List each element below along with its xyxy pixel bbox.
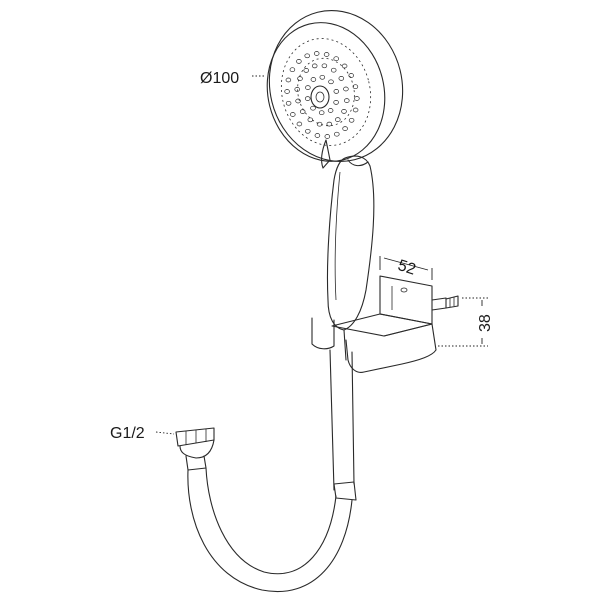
nozzle (354, 96, 360, 101)
shower-hose (175, 427, 357, 592)
nozzle (310, 77, 317, 82)
nozzle (341, 63, 348, 69)
diameter-label: Ø100 (200, 70, 239, 87)
nozzle (295, 98, 301, 104)
nozzle (352, 107, 359, 113)
nozzle (341, 109, 347, 114)
nozzle (310, 105, 316, 111)
nozzle (304, 96, 311, 101)
nozzle (344, 98, 350, 103)
nozzle (352, 84, 359, 90)
nozzle (333, 100, 339, 105)
nozzle (328, 79, 334, 85)
nozzle (334, 131, 340, 137)
dimension-width: 52 (379, 256, 433, 280)
wall-rail (311, 317, 355, 491)
nozzle (294, 87, 300, 92)
nozzle (313, 51, 320, 56)
nozzle (305, 85, 311, 90)
nozzle (321, 63, 328, 69)
shower-handle (326, 155, 375, 331)
height-label: 38 (477, 314, 494, 332)
width-label: 52 (396, 257, 418, 279)
nozzle (323, 52, 330, 57)
dimension-thread: G1/2 (110, 425, 175, 442)
nozzle (327, 108, 334, 113)
nozzle (342, 126, 348, 131)
nozzle (285, 77, 292, 83)
nozzle (305, 128, 311, 134)
nozzle (338, 76, 345, 81)
nozzle (318, 110, 325, 116)
nozzle (326, 121, 333, 127)
nozzle (299, 109, 306, 114)
nozzle (285, 100, 292, 106)
nozzle (296, 59, 302, 64)
nozzle (343, 86, 349, 92)
nozzle (316, 121, 323, 127)
nozzle (319, 74, 326, 80)
nozzle (348, 117, 355, 123)
nozzle (311, 63, 318, 69)
nozzle-pattern (284, 51, 360, 139)
nozzle (289, 67, 296, 73)
thread-label: G1/2 (110, 425, 145, 442)
nozzle (314, 133, 321, 138)
wall-holder (331, 275, 459, 373)
dimension-diameter: Ø100 (200, 70, 266, 87)
nozzle (297, 76, 303, 81)
nozzle (333, 56, 339, 62)
nozzle (348, 73, 354, 78)
nozzle (324, 134, 331, 139)
nozzle (335, 117, 341, 122)
nozzle (304, 53, 310, 59)
shower-head (266, 9, 404, 169)
dimension-height: 38 (438, 297, 494, 347)
nozzle (330, 67, 337, 73)
nozzle (303, 68, 309, 73)
nozzle (290, 112, 296, 117)
nozzle (296, 121, 303, 127)
nozzle (284, 89, 290, 94)
nozzle (333, 89, 340, 94)
nozzle (307, 117, 314, 123)
